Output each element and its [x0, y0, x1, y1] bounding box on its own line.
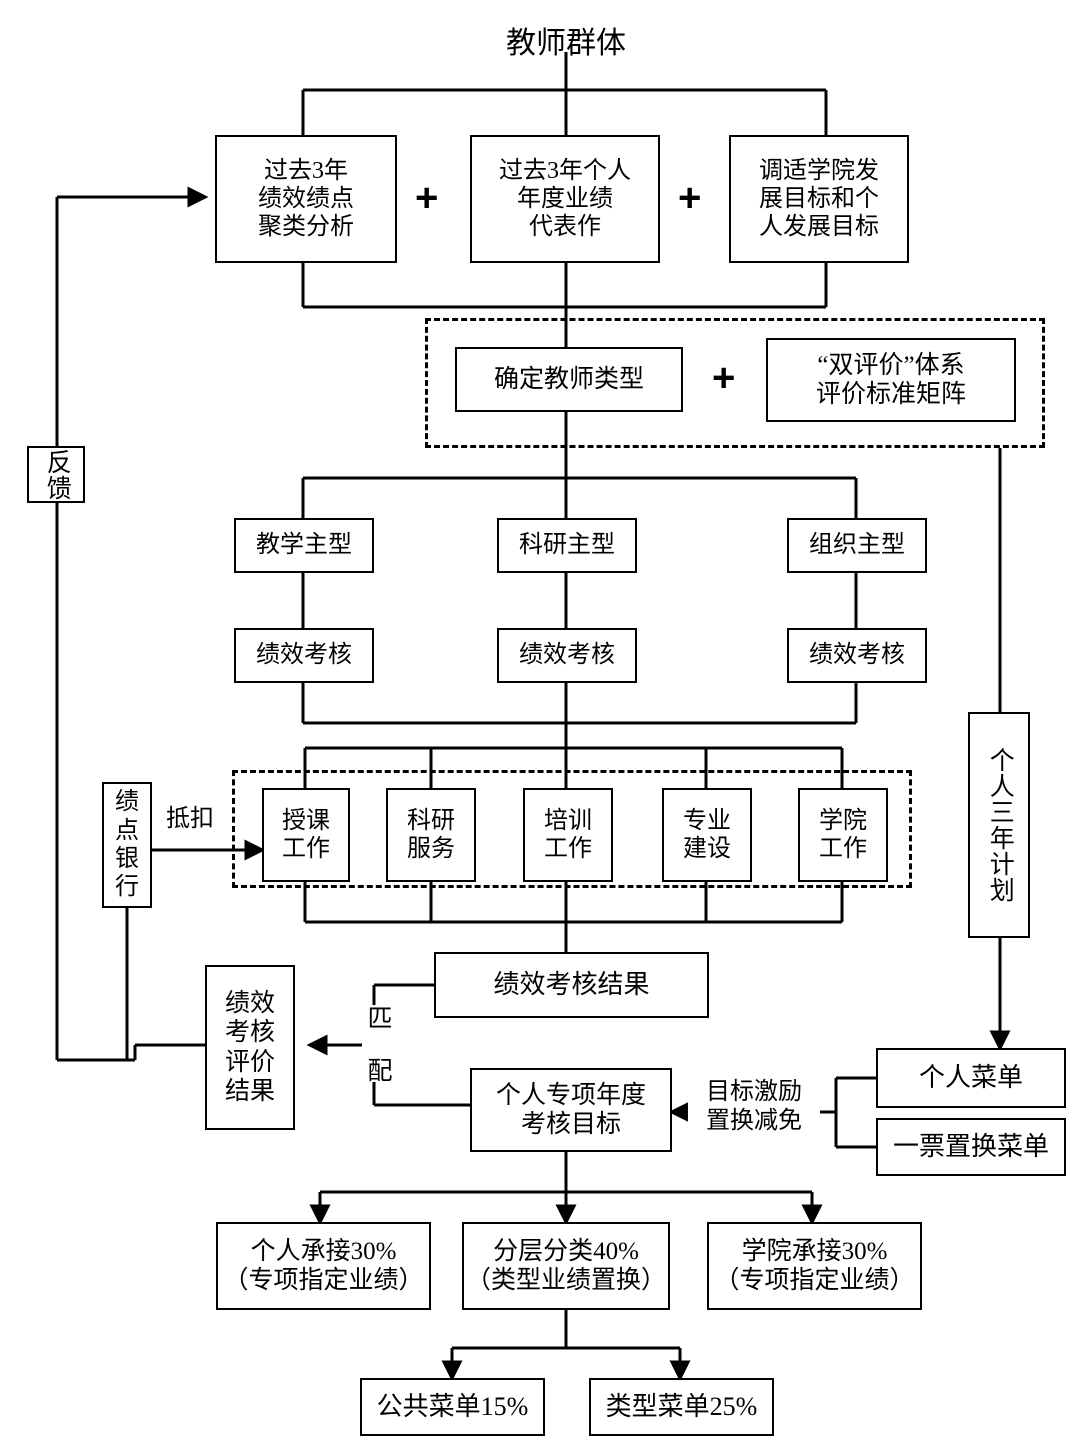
node-task-major-construction[interactable]: 专业 建设	[662, 788, 752, 882]
node-assessment-research[interactable]: 绩效考核	[497, 628, 637, 683]
classification-group-container	[425, 318, 1045, 448]
node-task-teaching-work[interactable]: 授课 工作	[262, 788, 350, 882]
node-assessment-organization[interactable]: 绩效考核	[787, 628, 927, 683]
tasks-group-container	[232, 770, 912, 888]
plus-sign-3: +	[712, 356, 736, 400]
node-personal-three-year-plan[interactable]: 个人三年计划	[968, 712, 1030, 938]
node-personal-annual-goal[interactable]: 个人专项年度 考核目标	[470, 1068, 672, 1152]
node-allocation-personal[interactable]: 个人承接30% （专项指定业绩）	[216, 1222, 431, 1310]
node-personal-menu[interactable]: 个人菜单	[876, 1048, 1066, 1108]
input-box-annual-achievement[interactable]: 过去3年个人 年度业绩 代表作	[470, 135, 660, 263]
node-credit-bank[interactable]: 绩点 银行	[102, 782, 152, 908]
node-allocation-stratified[interactable]: 分层分类40% （类型业绩置换）	[462, 1222, 670, 1310]
edge-label-match: 匹 配	[362, 1005, 392, 1082]
input-box-performance-clustering[interactable]: 过去3年 绩效绩点 聚类分析	[215, 135, 397, 263]
diagram-title: 教师群体	[506, 27, 626, 60]
node-performance-result[interactable]: 绩效考核结果	[434, 952, 709, 1018]
node-type-teaching[interactable]: 教学主型	[234, 518, 374, 573]
edge-label-deduction: 抵扣	[160, 805, 220, 834]
node-type-menu[interactable]: 类型菜单25%	[589, 1378, 774, 1436]
node-evaluation-result[interactable]: 绩效 考核 评价 结果	[205, 965, 295, 1130]
node-task-training-work[interactable]: 培训 工作	[523, 788, 613, 882]
node-dual-evaluation-matrix[interactable]: “双评价”体系 评价标准矩阵	[766, 338, 1016, 422]
node-type-organization[interactable]: 组织主型	[787, 518, 927, 573]
node-allocation-college[interactable]: 学院承接30% （专项指定业绩）	[707, 1222, 922, 1310]
node-public-menu[interactable]: 公共菜单15%	[360, 1378, 545, 1436]
node-task-college-work[interactable]: 学院 工作	[798, 788, 888, 882]
plus-sign-2: +	[678, 176, 702, 220]
input-box-development-goals[interactable]: 调适学院发 展目标和个 人发展目标	[729, 135, 909, 263]
plus-sign-1: +	[415, 176, 439, 220]
node-assessment-teaching[interactable]: 绩效考核	[234, 628, 374, 683]
edge-label-goal-incentive: 目标激励 置换减免	[688, 1078, 820, 1136]
node-one-vote-exchange-menu[interactable]: 一票置换菜单	[876, 1118, 1066, 1176]
node-task-research-service[interactable]: 科研 服务	[386, 788, 476, 882]
node-determine-teacher-type[interactable]: 确定教师类型	[455, 347, 683, 412]
node-type-research[interactable]: 科研主型	[497, 518, 637, 573]
node-feedback[interactable]: 反馈	[27, 446, 85, 503]
